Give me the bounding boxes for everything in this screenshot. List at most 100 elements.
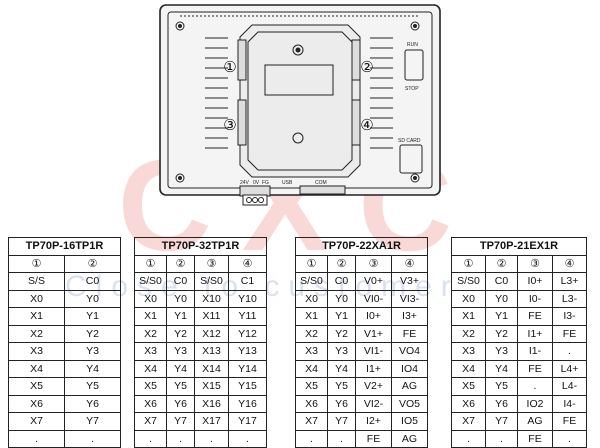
table-cell: . xyxy=(295,429,328,448)
bottom-label-com: COM xyxy=(315,180,327,186)
table-cell: Y5 xyxy=(64,377,121,396)
table-cell: IO4 xyxy=(391,359,428,378)
table-cell: Y12 xyxy=(228,324,267,343)
table-cell: X4 xyxy=(8,359,65,378)
table-cell: X3 xyxy=(451,342,486,361)
bottom-label-fg: FG xyxy=(262,180,269,186)
table-cell: VI0- xyxy=(355,289,392,308)
table-cell: . xyxy=(552,342,587,361)
table-cell: V1+ xyxy=(355,324,392,343)
table-cell: S/S0 xyxy=(134,272,167,291)
table-cell: Y4 xyxy=(327,359,356,378)
table-cell: X2 xyxy=(8,324,65,343)
table-cell: X11 xyxy=(194,307,229,326)
column-header: ② xyxy=(64,254,121,273)
table-cell: X3 xyxy=(295,342,328,361)
screw-top-left xyxy=(175,21,185,31)
table-cell: Y17 xyxy=(228,412,267,431)
table-cell: C1 xyxy=(228,272,267,291)
table-cell: X1 xyxy=(8,307,65,326)
table-cell: X6 xyxy=(295,394,328,413)
table-cell: X6 xyxy=(134,394,167,413)
table-cell: . xyxy=(64,429,121,448)
table-cell: I4- xyxy=(552,394,587,413)
table-cell: FE xyxy=(517,359,553,378)
table-cell: AG xyxy=(391,429,428,448)
table-title: TP70P-21EX1R xyxy=(451,237,587,256)
table-cell: IO5 xyxy=(391,412,428,431)
port-label-1: ① xyxy=(223,58,236,76)
table-cell: X5 xyxy=(451,377,486,396)
table-cell: Y3 xyxy=(327,342,356,361)
table-cell: . xyxy=(485,429,518,448)
stop-label: STOP xyxy=(405,86,419,92)
table-cell: Y1 xyxy=(64,307,121,326)
column-header: ④ xyxy=(391,254,428,273)
table-cell: Y16 xyxy=(228,394,267,413)
table-cell: AG xyxy=(517,412,553,431)
column-header: ③ xyxy=(355,254,392,273)
table-cell: Y1 xyxy=(485,307,518,326)
table-cell: X0 xyxy=(8,289,65,308)
table-cell: L4+ xyxy=(552,359,587,378)
table-cell: X13 xyxy=(194,342,229,361)
table-cell: S/S0 xyxy=(295,272,328,291)
column-header: ① xyxy=(134,254,167,273)
table-cell: X7 xyxy=(8,412,65,431)
table-cell: Y1 xyxy=(327,307,356,326)
table-title-row: TP70P-22XA1R xyxy=(295,237,428,256)
table-cell: X0 xyxy=(451,289,486,308)
table-cell: V2+ xyxy=(355,377,392,396)
table-row: ..FE. xyxy=(451,429,587,448)
table-cell: . xyxy=(8,429,65,448)
table-cell: Y4 xyxy=(64,359,121,378)
column-header: ④ xyxy=(552,254,587,273)
table-cell: Y6 xyxy=(166,394,195,413)
table-cell: X15 xyxy=(194,377,229,396)
table-cell: FE xyxy=(552,412,587,431)
table-cell: V3+ xyxy=(391,272,428,291)
table-cell: Y7 xyxy=(327,412,356,431)
table-cell: FE xyxy=(552,324,587,343)
table-cell: X2 xyxy=(295,324,328,343)
table-cell: X6 xyxy=(8,394,65,413)
table-cell: X16 xyxy=(194,394,229,413)
table-cell: I1+ xyxy=(355,359,392,378)
table-cell: X3 xyxy=(8,342,65,361)
table-cell: X7 xyxy=(451,412,486,431)
table-cell: VO4 xyxy=(391,342,428,361)
table-cell: C0 xyxy=(64,272,121,291)
table-cell: X2 xyxy=(134,324,167,343)
bottom-label-24v: 24V xyxy=(240,180,250,186)
table-cell: Y7 xyxy=(485,412,518,431)
table-cell: VI3- xyxy=(391,289,428,308)
table-cell: X7 xyxy=(134,412,167,431)
port-label-2: ② xyxy=(360,58,373,76)
table-cell: V0+ xyxy=(355,272,392,291)
table-cell: I0+ xyxy=(355,307,392,326)
